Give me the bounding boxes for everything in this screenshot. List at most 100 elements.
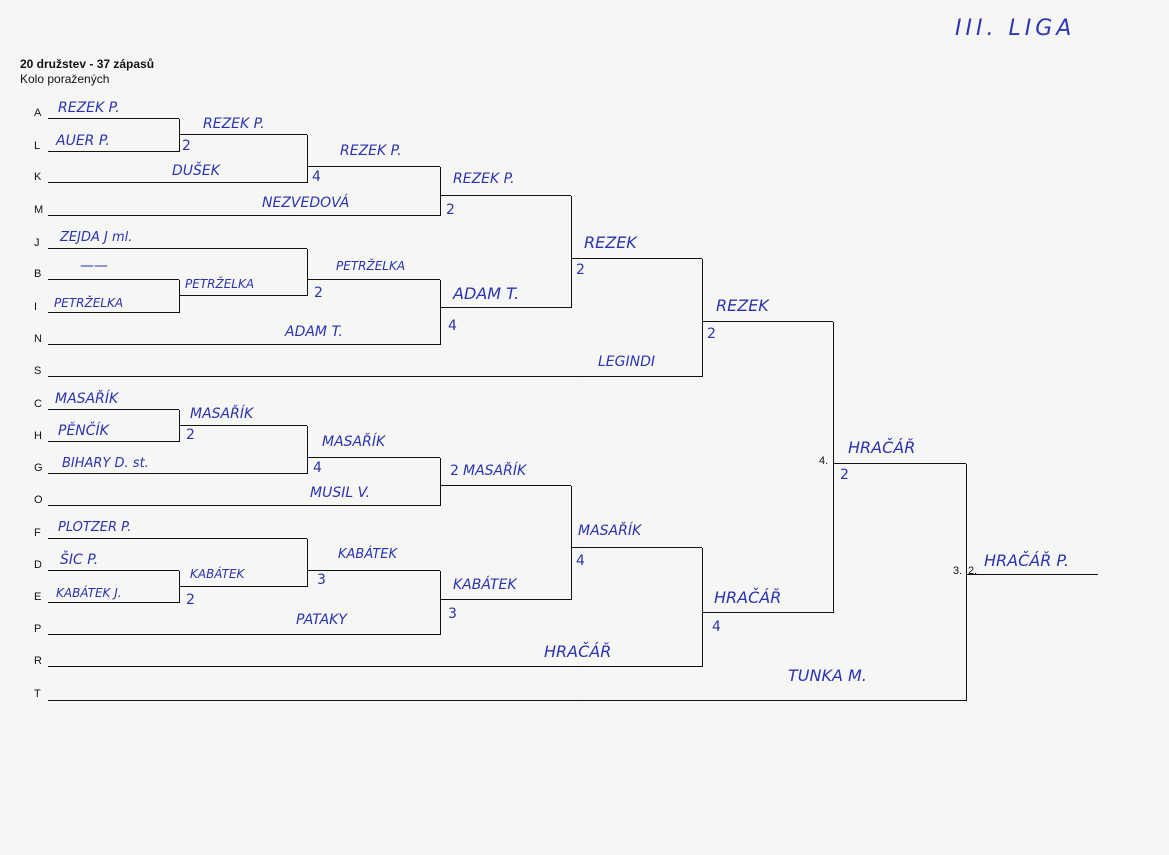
r2-winner-1: REZEK P. xyxy=(340,143,402,159)
row-letter-R: R xyxy=(34,655,42,667)
r5-winner-2: HRAČÁŘ xyxy=(714,588,782,607)
line-r5-1 xyxy=(702,321,833,322)
entry-name-E: KABÁTEK J. xyxy=(56,586,122,600)
entry-line-P xyxy=(48,634,440,635)
r1-winner-1: REZEK P. xyxy=(203,116,265,132)
connector-r1-4 xyxy=(179,571,180,603)
entry-name-B: —— xyxy=(80,258,108,274)
r1-score-3: 2 xyxy=(186,427,195,443)
entry-line-R xyxy=(48,666,702,667)
line-r6 xyxy=(833,463,966,464)
entry-line-K xyxy=(48,182,307,183)
r6-score: 2 xyxy=(840,467,849,483)
entry-name-O: MUSIL V. xyxy=(310,485,371,501)
entry-name-K: DUŠEK xyxy=(172,163,220,179)
entry-line-N xyxy=(48,344,440,345)
connector-r5-1 xyxy=(702,259,703,377)
r3-winner-3: MASAŘÍK xyxy=(463,463,527,479)
row-letter-C: C xyxy=(34,398,42,410)
r2-score-4: 3 xyxy=(317,572,326,588)
league-label: III. LIGA xyxy=(955,16,1076,41)
r1-score-1: 2 xyxy=(182,138,191,154)
row-letter-S: S xyxy=(34,365,42,377)
r1-winner-4: KABÁTEK xyxy=(190,567,245,581)
entry-line-J xyxy=(48,248,307,249)
row-letter-M: M xyxy=(34,204,44,216)
r2-winner-3: MASAŘÍK xyxy=(322,434,386,450)
line-r1-3 xyxy=(179,425,307,426)
row-letter-D: D xyxy=(34,559,42,571)
entry-name-L: AUER P. xyxy=(56,133,110,149)
line-r2-3 xyxy=(307,457,440,458)
r3-score-2: 4 xyxy=(448,318,457,334)
r2-winner-2: PETRŽELKA xyxy=(336,259,406,273)
r2-score-3: 4 xyxy=(313,460,322,476)
line-r3-1 xyxy=(440,195,571,196)
connector-r1-1 xyxy=(179,119,180,152)
line-r1-2 xyxy=(179,295,307,296)
connector-final xyxy=(966,464,967,701)
row-letter-K: K xyxy=(34,171,42,183)
paper-fold xyxy=(578,0,580,855)
line-r2-2 xyxy=(307,279,440,280)
row-letter-B: B xyxy=(34,268,42,280)
r6-winner: HRAČÁŘ xyxy=(848,438,916,457)
line-r2-1 xyxy=(307,166,440,167)
r3-winner-1: REZEK P. xyxy=(453,171,515,187)
entry-line-S xyxy=(48,376,702,377)
entry-name-N: ADAM T. xyxy=(285,324,343,340)
r3-score-1: 2 xyxy=(446,202,455,218)
line-r3-2 xyxy=(440,307,571,308)
entry-name-S: LEGINDI xyxy=(598,354,656,370)
entry-name-J: ZEJDA J ml. xyxy=(60,230,133,245)
connector-r1-2 xyxy=(179,280,180,313)
entry-name-T: TUNKA M. xyxy=(788,666,867,685)
row-letter-I: I xyxy=(34,301,38,313)
r5-winner-1: REZEK xyxy=(716,296,769,315)
entry-line-O xyxy=(48,505,440,506)
connector-r4-2 xyxy=(571,486,572,600)
entry-line-F xyxy=(48,538,307,539)
r1-winner-3: MASAŘÍK xyxy=(190,406,254,422)
connector-r2-3 xyxy=(307,426,308,474)
entry-line-I xyxy=(48,312,179,313)
entry-line-E xyxy=(48,602,179,603)
r4-score-2: 4 xyxy=(576,553,585,569)
r5-score-2: 4 xyxy=(712,619,721,635)
connector-r1-3 xyxy=(179,410,180,442)
line-r1-4 xyxy=(179,586,307,587)
entry-name-M: NEZVEDOVÁ xyxy=(262,195,350,211)
entry-line-D xyxy=(48,570,179,571)
sheet-title: 20 družstev - 37 zápasů xyxy=(20,57,155,71)
sheet-subtitle: Kolo poražených xyxy=(20,72,110,86)
r2-score-1: 4 xyxy=(312,169,321,185)
connector-r6 xyxy=(833,322,834,613)
r6-place: 4. xyxy=(819,455,829,467)
r1-score-2: 2 xyxy=(314,285,323,301)
connector-r3-1 xyxy=(440,167,441,216)
r3-score-4: 3 xyxy=(448,606,457,622)
row-letter-L: L xyxy=(34,140,41,152)
r1-winner-2: PETRŽELKA xyxy=(185,277,255,291)
row-letter-J: J xyxy=(34,237,40,249)
entry-name-R: HRAČÁŘ xyxy=(544,642,612,661)
final-place: 3. xyxy=(953,565,963,577)
entry-name-A: REZEK P. xyxy=(58,100,120,116)
line-r4-2 xyxy=(571,547,702,548)
row-letter-G: G xyxy=(34,462,43,474)
row-letter-E: E xyxy=(34,591,42,603)
entry-line-G xyxy=(48,473,307,474)
r2-winner-4: KABÁTEK xyxy=(338,547,397,562)
r4-winner-1: REZEK xyxy=(584,233,637,252)
line-r4-1 xyxy=(571,258,702,259)
entry-name-P: PATAKY xyxy=(296,612,347,628)
entry-line-L xyxy=(48,151,179,152)
r4-winner-2: MASAŘÍK xyxy=(578,523,642,539)
connector-r2-2 xyxy=(307,249,308,296)
entry-line-C xyxy=(48,409,179,410)
connector-r3-3 xyxy=(440,458,441,506)
r3-score-3: 2 xyxy=(450,463,459,479)
row-letter-F: F xyxy=(34,527,41,539)
final-score: 2. xyxy=(968,565,978,577)
